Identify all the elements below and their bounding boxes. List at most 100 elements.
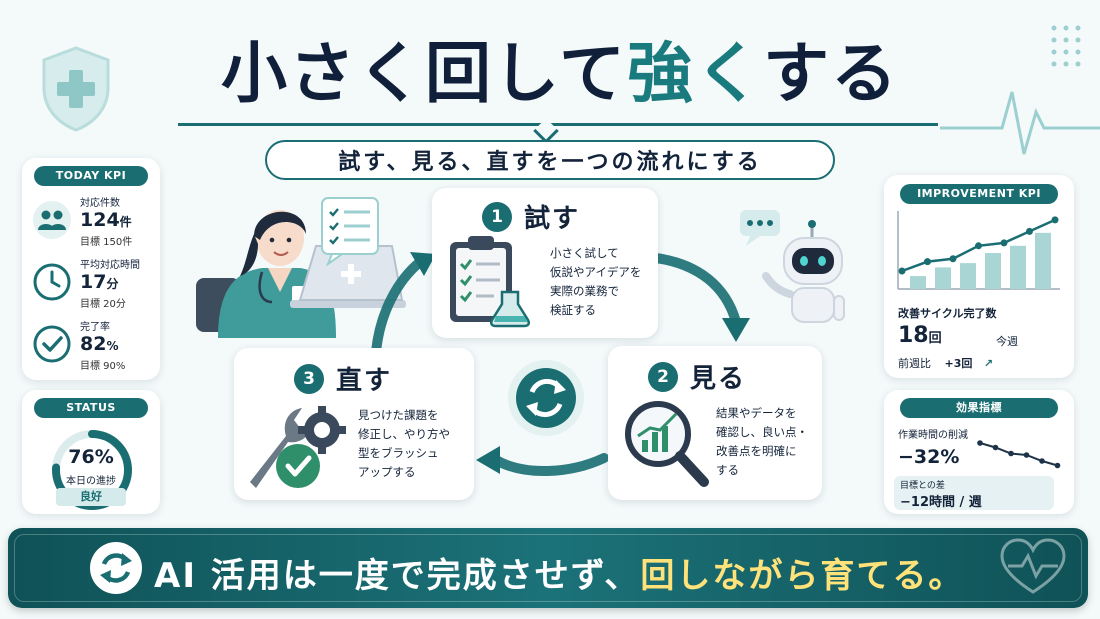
magnifier-chart-icon <box>625 401 709 487</box>
robot-mascot-icon <box>740 210 845 323</box>
progress-ring <box>52 430 132 510</box>
nurse-illustration <box>196 210 406 338</box>
heart-pulse-icon <box>1000 538 1066 594</box>
step-name: 試す <box>524 204 581 234</box>
step-card-try: 1 試す 小さく試して 仮説やアイデアを 実際の業務で 検証する <box>432 188 658 338</box>
step-desc-line: 仮説やアイデアを <box>550 265 642 279</box>
kpi-target: 目標 90% <box>80 361 126 372</box>
improvement-trend-point <box>949 255 957 263</box>
banner-message: AI 活用は一度で完成させず、回しながら育てる。 <box>154 548 964 597</box>
effect-trend-line <box>979 442 1058 467</box>
effect-gap-label: 目標との差 <box>900 481 945 491</box>
improvement-trend-point <box>1051 216 1059 224</box>
shield-cross-icon <box>42 46 110 132</box>
kpi-row-cases: 対応件数 124件 目標 150件 <box>32 194 156 252</box>
step-desc-line: 型をブラッシュ <box>358 446 439 460</box>
improvement-bar <box>1035 232 1051 289</box>
improvement-metric-label: 改善サイクル完了数 <box>898 307 997 320</box>
improvement-period: 今週 <box>996 335 1018 348</box>
today-kpi-card: TODAY KPI 対応件数 124件 目標 150件 平均対応時間 17分 目… <box>22 158 160 380</box>
step-desc-line: 実際の業務で <box>550 284 619 298</box>
title-part2: する <box>763 34 900 112</box>
compare-value: +3回 <box>944 357 973 370</box>
check-circle-icon <box>33 325 71 363</box>
title-divider <box>178 123 938 126</box>
improvement-unit: 回 <box>928 331 942 346</box>
clock-icon <box>33 263 71 301</box>
checklist-bubble-icon <box>321 197 379 266</box>
step-desc-line: 結果やデータを <box>716 406 797 420</box>
step-card-see: 2 見る 結果やデータを 確認し、良い点・ 改善点を明確に する <box>608 346 822 500</box>
effect-gap-value: −12時間 / 週 <box>900 495 982 510</box>
effect-gap-box: 目標との差 −12時間 / 週 <box>894 476 1054 510</box>
improvement-trend-point <box>924 258 931 266</box>
effect-card: 効果指標 作業時間の削減 −32% 目標との差 −12時間 / 週 <box>884 390 1074 514</box>
page-title: 小さく回して強くする <box>170 20 950 115</box>
compare-label: 前週比 <box>898 357 931 370</box>
improvement-trend-point <box>1026 227 1033 235</box>
heartbeat-line-decoration <box>940 91 1100 155</box>
bottom-banner: AI 活用は一度で完成させず、回しながら育てる。 <box>8 528 1088 608</box>
step-name: 見る <box>690 364 747 394</box>
title-highlight: 強く <box>627 34 764 112</box>
kpi-label: 平均対応時間 <box>80 260 140 271</box>
people-icon <box>33 201 71 239</box>
improvement-mini-chart <box>897 211 1060 290</box>
improvement-trend-point <box>898 267 906 275</box>
today-kpi-label: TODAY KPI <box>34 166 148 186</box>
dot-grid-decoration <box>1051 25 1081 67</box>
kpi-label: 対応件数 <box>80 198 120 209</box>
effect-value: −32% <box>898 446 960 468</box>
improvement-kpi-label: IMPROVEMENT KPI <box>900 184 1058 204</box>
kpi-target: 目標 150件 <box>80 237 133 248</box>
step-number: 3 <box>294 363 324 394</box>
title-part1: 小さく回して <box>220 34 628 112</box>
kpi-value: 124 <box>80 209 120 231</box>
refresh-cycle-icon <box>508 360 584 436</box>
improvement-bar <box>935 267 951 289</box>
improvement-bar <box>960 263 976 289</box>
improvement-value: 18 <box>898 323 929 348</box>
status-caption: 本日の進捗 <box>66 476 116 487</box>
kpi-value: 17 <box>80 271 107 293</box>
kpi-label: 完了率 <box>80 322 110 333</box>
effect-metric-label: 作業時間の削減 <box>898 430 968 441</box>
status-badge: 良好 <box>56 488 126 506</box>
step-desc-line: アップする <box>358 465 416 479</box>
improvement-bar <box>1010 245 1026 289</box>
refresh-icon <box>90 542 142 594</box>
wrench-gear-icon <box>250 406 346 488</box>
step-desc-line: 検証する <box>550 303 596 317</box>
subtitle: 試す、見る、直すを一つの流れにする <box>265 140 835 180</box>
effect-trend-point <box>977 440 983 446</box>
step-number: 2 <box>648 361 678 392</box>
effect-trend-point <box>1054 462 1061 469</box>
kpi-unit: % <box>106 339 119 353</box>
improvement-bar <box>985 253 1001 289</box>
effect-label: 効果指標 <box>900 398 1058 418</box>
step-desc-line: 改善点を明確に <box>716 444 797 458</box>
kpi-unit: 件 <box>119 215 132 229</box>
cycle-arrows <box>371 252 750 477</box>
improvement-kpi-card: IMPROVEMENT KPI 改善サイクル完了数 18回 今週 前週比 +3回… <box>884 175 1074 378</box>
effect-trend-point <box>1023 452 1030 458</box>
effect-trend-point <box>1008 450 1014 457</box>
step-desc-line: する <box>716 463 739 477</box>
step-name: 直す <box>336 366 393 396</box>
status-card: STATUS 76% 本日の進捗 良好 <box>22 390 160 514</box>
step-desc-line: 見つけた課題を <box>358 408 439 422</box>
kpi-row-completion: 完了率 82% 目標 90% <box>32 318 156 376</box>
status-label: STATUS <box>34 398 148 418</box>
kpi-value: 82 <box>80 333 107 355</box>
step-desc-line: 小さく試して <box>550 246 619 260</box>
step-number: 1 <box>482 201 512 232</box>
kpi-row-avg-time: 平均対応時間 17分 目標 20分 <box>32 256 156 314</box>
trend-up-icon: ↗ <box>983 357 994 370</box>
step-desc-line: 修正し、やり方や <box>358 427 450 441</box>
status-value: 76% <box>68 446 114 468</box>
banner-part1: AI 活用は一度で完成させず、 <box>154 556 641 596</box>
improvement-bar <box>910 276 926 289</box>
clipboard-checklist-icon <box>450 236 531 328</box>
effect-trend-point <box>1039 458 1045 464</box>
effect-trend-point <box>992 444 999 451</box>
